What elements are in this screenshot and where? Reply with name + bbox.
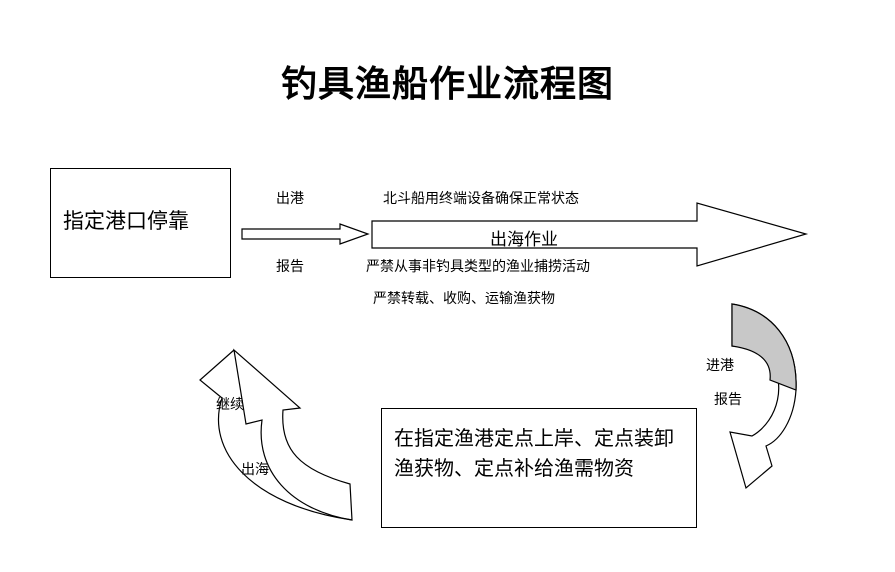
return-arrow-left-outer: [199, 349, 353, 521]
depart-label: 出港: [276, 191, 304, 207]
return-arrow-right-shade: [731, 303, 797, 391]
start-box: 指定港口停靠: [50, 168, 231, 278]
enter-port-label: 进港: [706, 358, 734, 374]
report-label: 报告: [276, 259, 304, 275]
end-box: 在指定渔港定点上岸、定点装卸渔获物、定点补给渔需物资: [381, 408, 697, 528]
page-title: 钓具渔船作业流程图: [280, 63, 614, 105]
go-sea-label: 出海: [241, 462, 269, 478]
small-arrow: [241, 223, 370, 245]
return-arrow-left: [233, 348, 353, 521]
operation-arrow: [371, 202, 809, 267]
end-box-label: 在指定渔港定点上岸、定点装卸渔获物、定点补给渔需物资: [394, 426, 674, 480]
terminal-label: 北斗船用终端设备确保正常状态: [383, 191, 579, 207]
start-box-label: 指定港口停靠: [63, 209, 189, 233]
prohibit-label-2: 严禁转载、收购、运输渔获物: [373, 291, 555, 307]
prohibit-label-1: 严禁从事非钓具类型的渔业捕捞活动: [366, 259, 590, 275]
operation-label: 出海作业: [490, 230, 558, 250]
continue-label: 继续: [216, 397, 244, 413]
enter-report-label: 报告: [714, 392, 742, 408]
